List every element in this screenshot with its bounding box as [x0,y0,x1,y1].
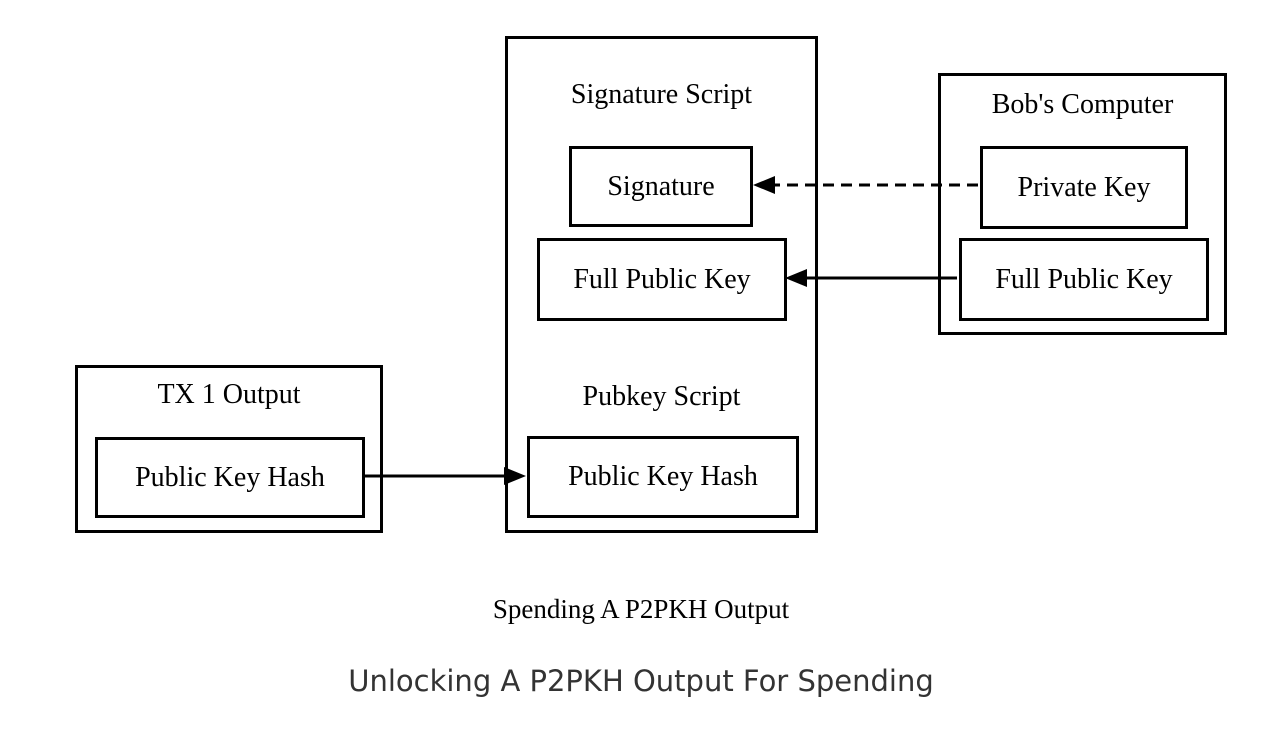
signature-label: Signature [607,170,715,202]
script-full-public-key-box: Full Public Key [537,238,787,321]
bobs-computer-title: Bob's Computer [991,89,1174,120]
private-key-label: Private Key [1017,171,1151,203]
tx1-output-box: TX 1 Output Public Key Hash [75,365,383,533]
bob-full-public-key-label: Full Public Key [995,263,1173,295]
bob-full-public-key-box: Full Public Key [959,238,1209,321]
full-public-key-arrowhead [785,269,807,287]
public-key-hash-arrowhead [504,467,526,485]
script-box: Signature Script Signature Full Public K… [505,36,818,533]
signature-script-title: Signature Script [570,79,753,110]
pubkey-script-title: Pubkey Script [582,381,741,412]
script-public-key-hash-box: Public Key Hash [527,436,799,518]
tx1-public-key-hash-box: Public Key Hash [95,437,365,518]
tx1-public-key-hash-label: Public Key Hash [135,461,325,493]
figure-caption: Unlocking A P2PKH Output For Spending [348,664,934,698]
signature-box: Signature [569,146,753,227]
script-full-public-key-label: Full Public Key [573,263,751,295]
script-public-key-hash-label: Public Key Hash [568,461,758,492]
tx1-output-title: TX 1 Output [157,379,301,410]
private-key-box: Private Key [980,146,1188,229]
diagram-title: Spending A P2PKH Output [492,594,790,624]
bobs-computer-box: Bob's Computer Private Key Full Public K… [938,73,1227,335]
private-key-to-signature-arrowhead [753,176,775,194]
